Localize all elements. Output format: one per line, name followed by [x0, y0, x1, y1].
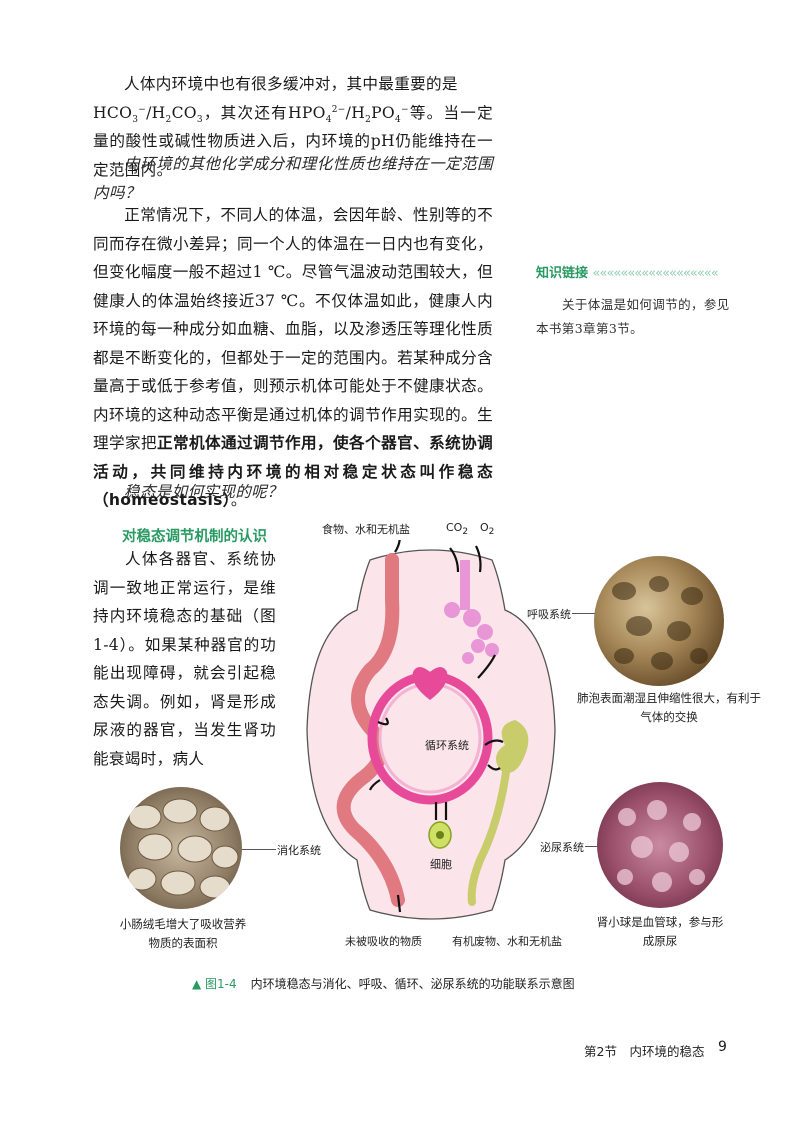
villi-texture — [127, 798, 239, 899]
label-unabsorbed: 未被吸收的物质 — [345, 935, 422, 948]
text-run: 2 — [488, 527, 495, 538]
label-o2: O2 — [480, 521, 495, 538]
figure-number: ▲ 图1-4 — [192, 977, 237, 991]
text-run: 稳态是如何实现的呢？ — [124, 483, 283, 501]
text-run: 等。当一定量的酸性或碱性物质进入后，内环境的pH仍能维持在一定范围内。 — [93, 103, 493, 179]
text-run: 正常情况下，不同人的体温，会因年龄、性别等的不同而存在微小差异；同一个人的体温在… — [93, 206, 493, 452]
heart — [412, 667, 448, 700]
text-run: CO — [446, 521, 463, 534]
label-circulatory: 循环系统 — [425, 739, 469, 752]
text-run: 2 — [165, 114, 172, 125]
label-food: 食物、水和无机盐 — [322, 523, 410, 536]
definition-homeostasis: 正常机体通过调节作用，使各个器官、系统协调活动，共同维持内环境的相对稳定状态叫作… — [93, 434, 493, 509]
sidebar-heading: 知识链接 «««««««««««««««««« — [536, 262, 719, 281]
caption-text: 内环境稳态与消化、呼吸、循环、泌尿系统的功能联系示意图 — [250, 977, 575, 991]
leader-respiratory — [572, 613, 600, 614]
text-run: ，其次还有HPO — [202, 103, 326, 122]
text-run: CO — [171, 103, 197, 122]
paragraph-question-2: 稳态是如何实现的呢？ — [93, 478, 493, 507]
chevrons-decoration: «««««««««««««««««« — [592, 266, 719, 281]
label-digestive: 消化系统 — [277, 844, 321, 857]
text-run: PO — [371, 103, 396, 122]
text-run: 2 — [462, 527, 469, 538]
glomerulus-texture — [617, 800, 705, 892]
label-waste: 有机废物、水和无机盐 — [452, 935, 562, 948]
paragraph-organ-systems: 人体各器官、系统协调一致地正常运行，是维持内环境稳态的基础（图1-4）。如果某种… — [93, 545, 276, 773]
paragraph-homeostasis: 正常情况下，不同人的体温，会因年龄、性别等的不同而存在微小差异；同一个人的体温在… — [93, 201, 493, 515]
text-run: 4 — [395, 114, 402, 125]
glomerulus-caption: 肾小球是血管球，参与形成原尿 — [596, 915, 724, 948]
homeostasis-diagram — [306, 540, 556, 920]
leader-digestive — [236, 849, 276, 850]
text-run: 3 — [196, 114, 203, 125]
text-run: 4 — [325, 114, 332, 125]
text-run: /H — [345, 103, 366, 122]
text-run: O — [480, 521, 489, 534]
text-run: 内环境的其他化学成分和理化性质也维持在一定范围内吗？ — [93, 155, 493, 202]
villi-caption: 小肠绒毛增大了吸收营养物质的表面积 — [119, 917, 247, 950]
villi-photo — [120, 787, 242, 909]
text-run: 人体各器官、系统协调一致地正常运行，是维持内环境稳态的基础（图1-4）。如果某种… — [93, 550, 276, 768]
text-run: 知识链接 — [536, 266, 589, 281]
cell-nucleus — [436, 831, 444, 839]
paragraph-question-1: 内环境的其他化学成分和理化性质也维持在一定范围内吗？ — [93, 150, 493, 207]
alveoli-photo — [594, 556, 724, 686]
section-heading: 对稳态调节机制的认识 — [122, 529, 267, 545]
kidney — [496, 720, 529, 773]
text-run: − — [138, 104, 147, 115]
label-respiratory: 呼吸系统 — [527, 608, 571, 621]
text-run: 关于体温是如何调节的，参见本书第3章第3节。 — [536, 297, 730, 336]
alveoli-caption: 肺泡表面潮湿且伸缩性很大，有利于气体的交换 — [577, 691, 761, 724]
text-run: 3 — [132, 114, 139, 125]
page-number: 9 — [718, 1039, 727, 1055]
sidebar-text: 关于体温是如何调节的，参见本书第3章第3节。 — [536, 293, 736, 341]
chem-formula: HCO3−/H2CO3 — [93, 103, 203, 125]
text-run: 2− — [331, 104, 346, 115]
text-run: 。 — [230, 491, 247, 509]
digestive-tract — [336, 553, 405, 907]
ureter — [467, 761, 511, 906]
text-run: HCO — [93, 103, 133, 122]
text-run: /H — [146, 103, 166, 122]
lungs — [444, 602, 499, 664]
arrows — [368, 540, 504, 913]
text-run: 2 — [365, 114, 372, 125]
alveoli-texture — [612, 576, 708, 670]
text-run: 人体内环境中也有很多缓冲对，其中最重要的是 — [124, 75, 458, 93]
paragraph-buffer: 人体内环境中也有很多缓冲对，其中最重要的是 HCO3−/H2CO3，其次还有HP… — [93, 70, 493, 184]
glomerulus-photo — [597, 782, 723, 908]
label-co2: CO2 — [446, 521, 469, 538]
label-urinary: 泌尿系统 — [540, 841, 584, 854]
footer-section: 第2节 内环境的稳态 — [584, 1044, 705, 1059]
text-run: − — [401, 104, 409, 115]
label-cell: 细胞 — [430, 858, 452, 871]
leader-urinary — [585, 846, 599, 847]
figure-caption: ▲ 图1-4 内环境稳态与消化、呼吸、循环、泌尿系统的功能联系示意图 — [192, 975, 575, 992]
